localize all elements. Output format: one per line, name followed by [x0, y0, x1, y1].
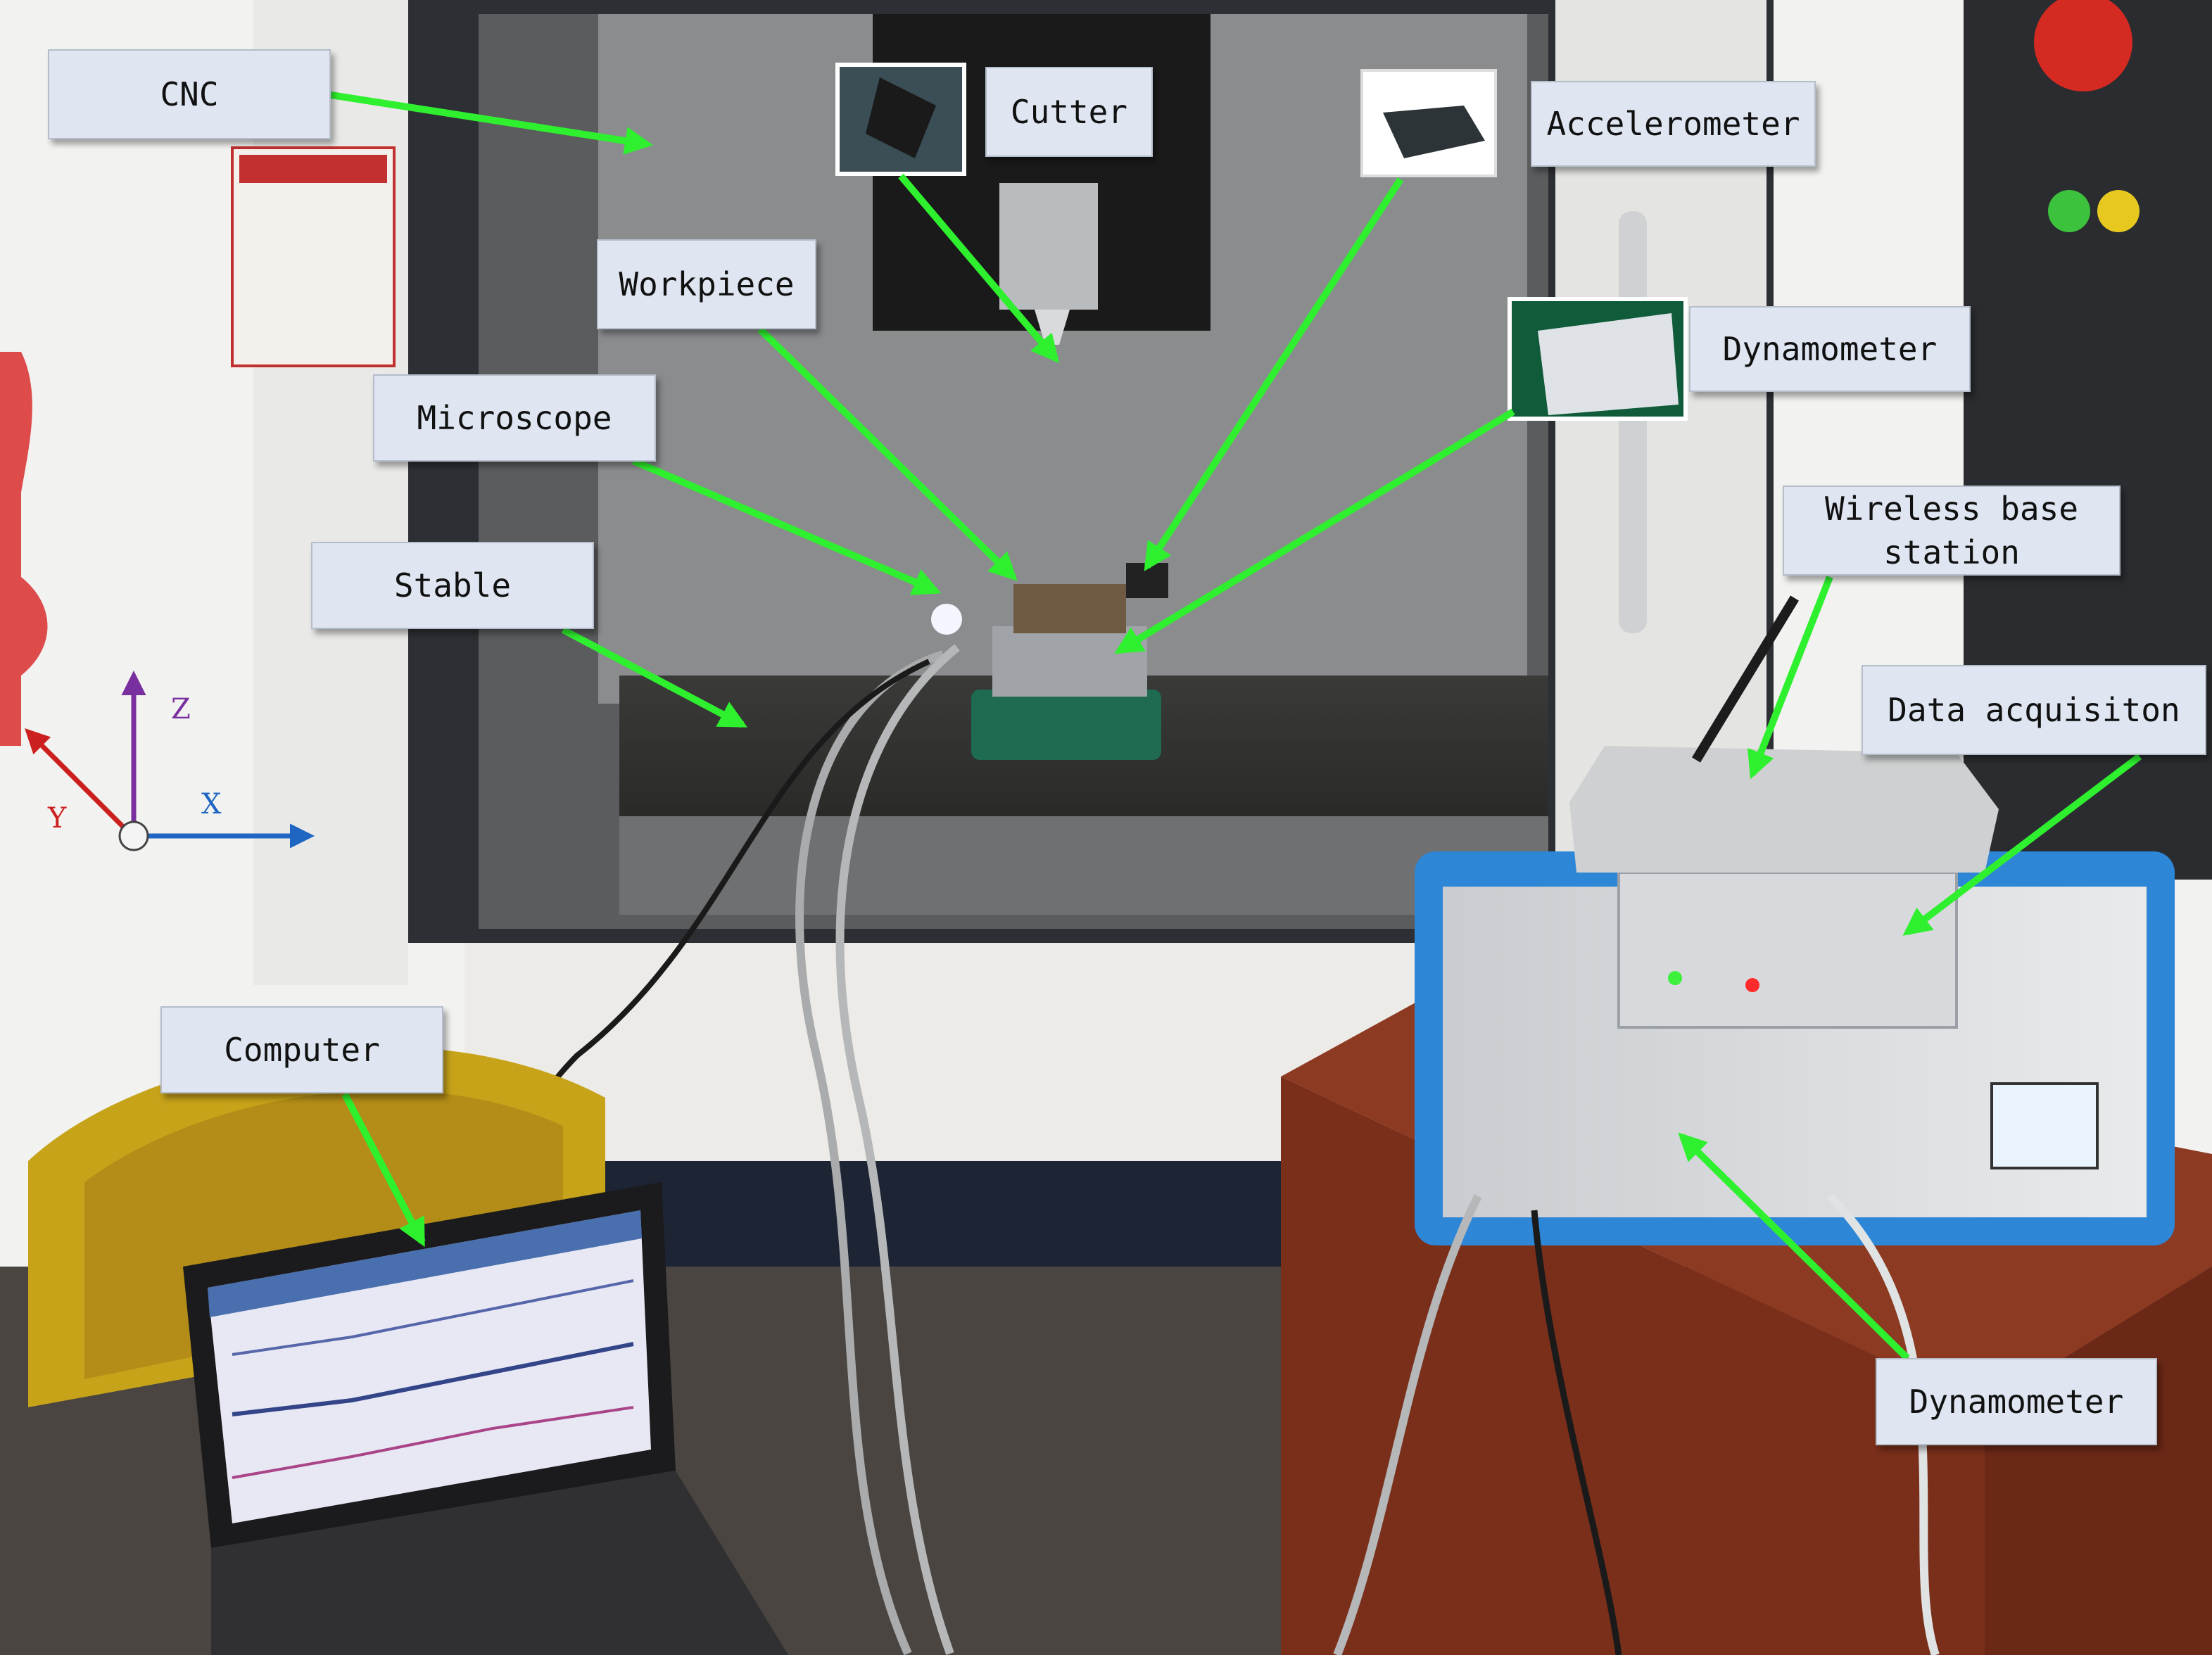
cable-daq-1 — [1333, 1194, 1482, 1655]
accelerometer-mount — [1126, 563, 1168, 598]
daq-rear-panel — [1617, 871, 1958, 1029]
arrow-dynamometer-top — [1114, 408, 1515, 654]
yellow-button — [2097, 190, 2140, 232]
laptop-signal-2 — [232, 1342, 634, 1416]
axis-x-label: X — [201, 788, 222, 820]
callout-dynamometer-bottom-text: Dynamometer — [1909, 1383, 2124, 1421]
warning-sign — [231, 146, 396, 367]
arrow-accelerometer — [1144, 177, 1404, 571]
callout-accelerometer-text: Accelerometer — [1546, 105, 1800, 143]
table-front — [619, 816, 1548, 915]
laptop-signal-1 — [232, 1279, 634, 1356]
microscope-light — [931, 604, 962, 635]
arrow-dynamometer-bottom — [1678, 1132, 1910, 1361]
cable-1 — [795, 650, 944, 1655]
callout-data-acquisition: Data acquisiton — [1862, 665, 2206, 755]
warning-sign-header — [239, 155, 387, 183]
arrow-cnc — [330, 91, 653, 155]
axis-y-label: Y — [48, 802, 67, 835]
callout-workpiece-text: Workpiece — [619, 265, 795, 303]
callout-accelerometer: Accelerometer — [1531, 81, 1816, 167]
callout-dynamometer-top: Dynamometer — [1689, 306, 1971, 392]
arrow-microscope — [632, 457, 942, 595]
callout-microscope: Microscope — [373, 374, 656, 462]
arrow-data-acquisition — [1902, 754, 2142, 936]
callout-computer-text: Computer — [224, 1031, 380, 1069]
spindle — [999, 183, 1098, 310]
antenna — [1692, 595, 1799, 763]
red-shape-left — [0, 352, 48, 746]
arrow-cutter — [898, 173, 1060, 364]
callout-wireless-text-line2: station — [1883, 533, 2020, 571]
callout-cnc: CNC — [48, 49, 331, 139]
status-led-green — [1668, 971, 1682, 985]
callout-dynamometer-bottom: Dynamometer — [1876, 1358, 2157, 1445]
callout-cutter-text: Cutter — [1010, 93, 1128, 131]
vise-base — [971, 690, 1161, 760]
vise-body — [992, 626, 1147, 697]
wireless-base-box — [1569, 746, 1999, 873]
arrow-computer — [341, 1092, 426, 1248]
callout-stable-text: Stable — [393, 566, 512, 604]
door-handle — [1619, 211, 1647, 633]
inset-accelerometer-device — [1383, 106, 1485, 158]
arrow-stable — [561, 626, 748, 728]
axis-z-label: Z — [171, 693, 191, 725]
callout-cnc-text: CNC — [160, 75, 219, 113]
callout-microscope-text: Microscope — [417, 399, 612, 437]
callout-stable: Stable — [311, 542, 594, 629]
laptop-base — [211, 1471, 788, 1655]
workpiece-block — [1013, 584, 1126, 633]
callout-wireless-base-station: Wireless base station — [1783, 486, 2121, 576]
inset-dynamometer-plate — [1538, 313, 1679, 415]
status-led-red — [1745, 978, 1759, 992]
green-button — [2048, 190, 2090, 232]
cable-daq-2 — [1531, 1210, 1622, 1655]
laptop-signal-3 — [232, 1406, 634, 1479]
callout-computer: Computer — [160, 1006, 443, 1093]
cable-2 — [835, 644, 960, 1655]
emergency-button — [2034, 0, 2132, 91]
arrow-workpiece — [757, 326, 1018, 581]
callout-dynamometer-top-text: Dynamometer — [1722, 330, 1938, 368]
callout-cutter: Cutter — [985, 67, 1153, 157]
inset-cutter-tool — [866, 77, 936, 158]
daq-screen — [1990, 1082, 2099, 1169]
laptop-toolbar — [208, 1210, 642, 1317]
callout-data-acquisition-text: Data acquisiton — [1888, 691, 2180, 729]
callout-workpiece: Workpiece — [597, 239, 816, 329]
callout-wireless-text-line1: Wireless base — [1824, 490, 2079, 528]
axis-origin — [118, 820, 149, 851]
axis-y-arrow — [25, 728, 125, 829]
arrow-wireless — [1748, 576, 1833, 780]
